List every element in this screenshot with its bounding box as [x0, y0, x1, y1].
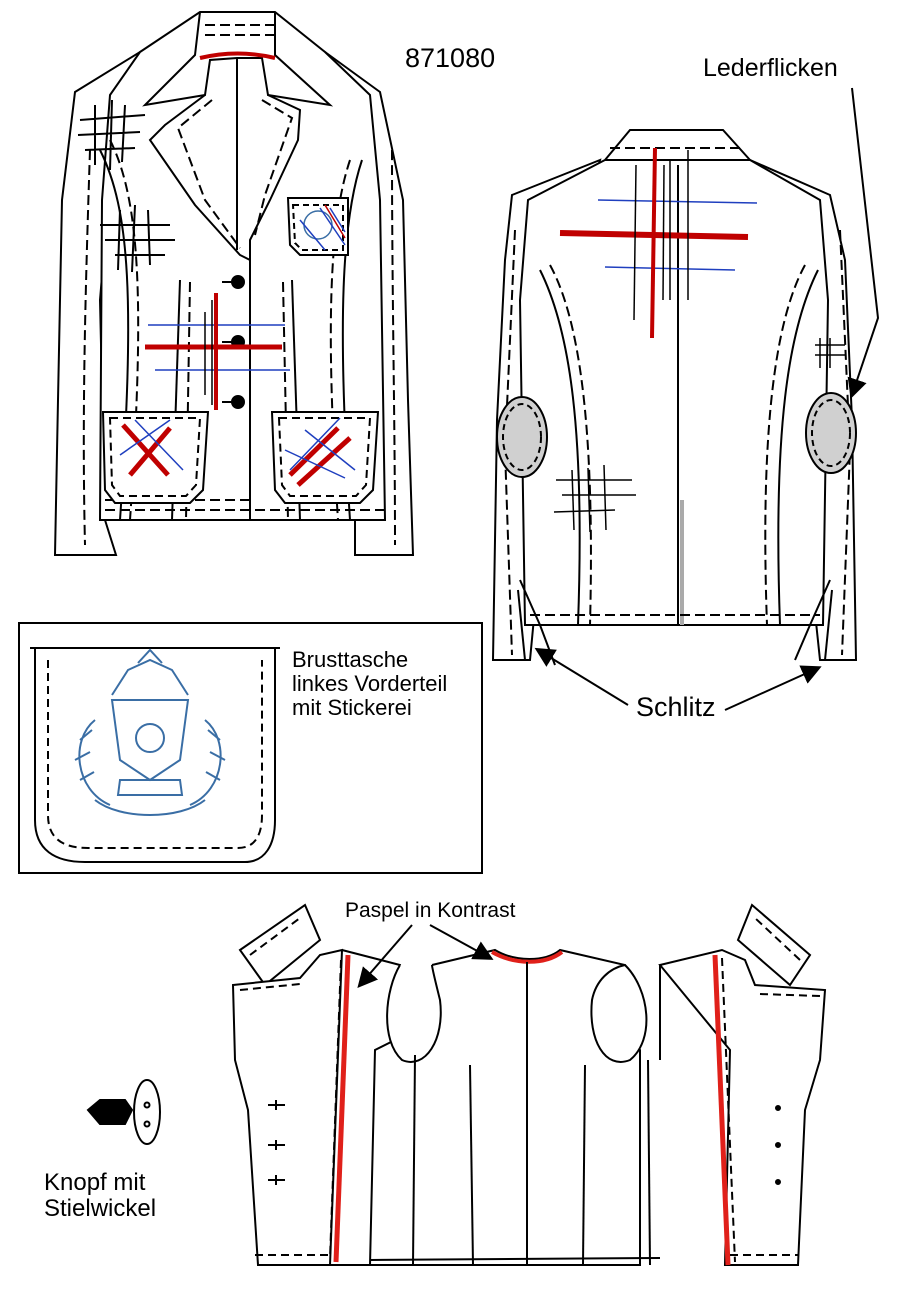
- button-label-line: Knopf mit: [44, 1169, 146, 1196]
- annotation-arrows: [534, 87, 880, 711]
- button-detail-icon: [86, 1079, 161, 1145]
- chest-pocket-label-line: Brusttasche: [292, 647, 409, 672]
- vent-label: Schlitz: [636, 692, 716, 722]
- button-label-line: Stielwickel: [44, 1194, 157, 1222]
- paspel-arrows: [357, 924, 494, 989]
- pocket-detail-box: [18, 622, 483, 874]
- left-leather-patch: [496, 396, 548, 478]
- jacket-back-view: [491, 129, 858, 666]
- chest-pocket-label-line: mit Stickerei: [292, 694, 412, 720]
- leather-patch-label: Lederflicken: [703, 54, 838, 82]
- jacket-front-view: [53, 11, 415, 556]
- front-buttons: [222, 275, 245, 409]
- button-label: Knopf mit Stielwickel: [44, 1170, 156, 1222]
- embroidery-crest: [74, 648, 226, 816]
- back-plaid-patches: [553, 147, 845, 533]
- contrast-piping-label: Paspel in Kontrast: [345, 899, 516, 922]
- right-leather-patch: [805, 392, 857, 474]
- chest-pocket-label-line: linkes Vorderteil: [292, 670, 448, 696]
- chest-pocket-label: Brusttasche linkes Vorderteil mit Sticke…: [292, 648, 447, 719]
- front-plaid-patches: [77, 99, 356, 487]
- flat-pattern-view: [231, 903, 827, 1266]
- style-number: 871080: [405, 43, 496, 73]
